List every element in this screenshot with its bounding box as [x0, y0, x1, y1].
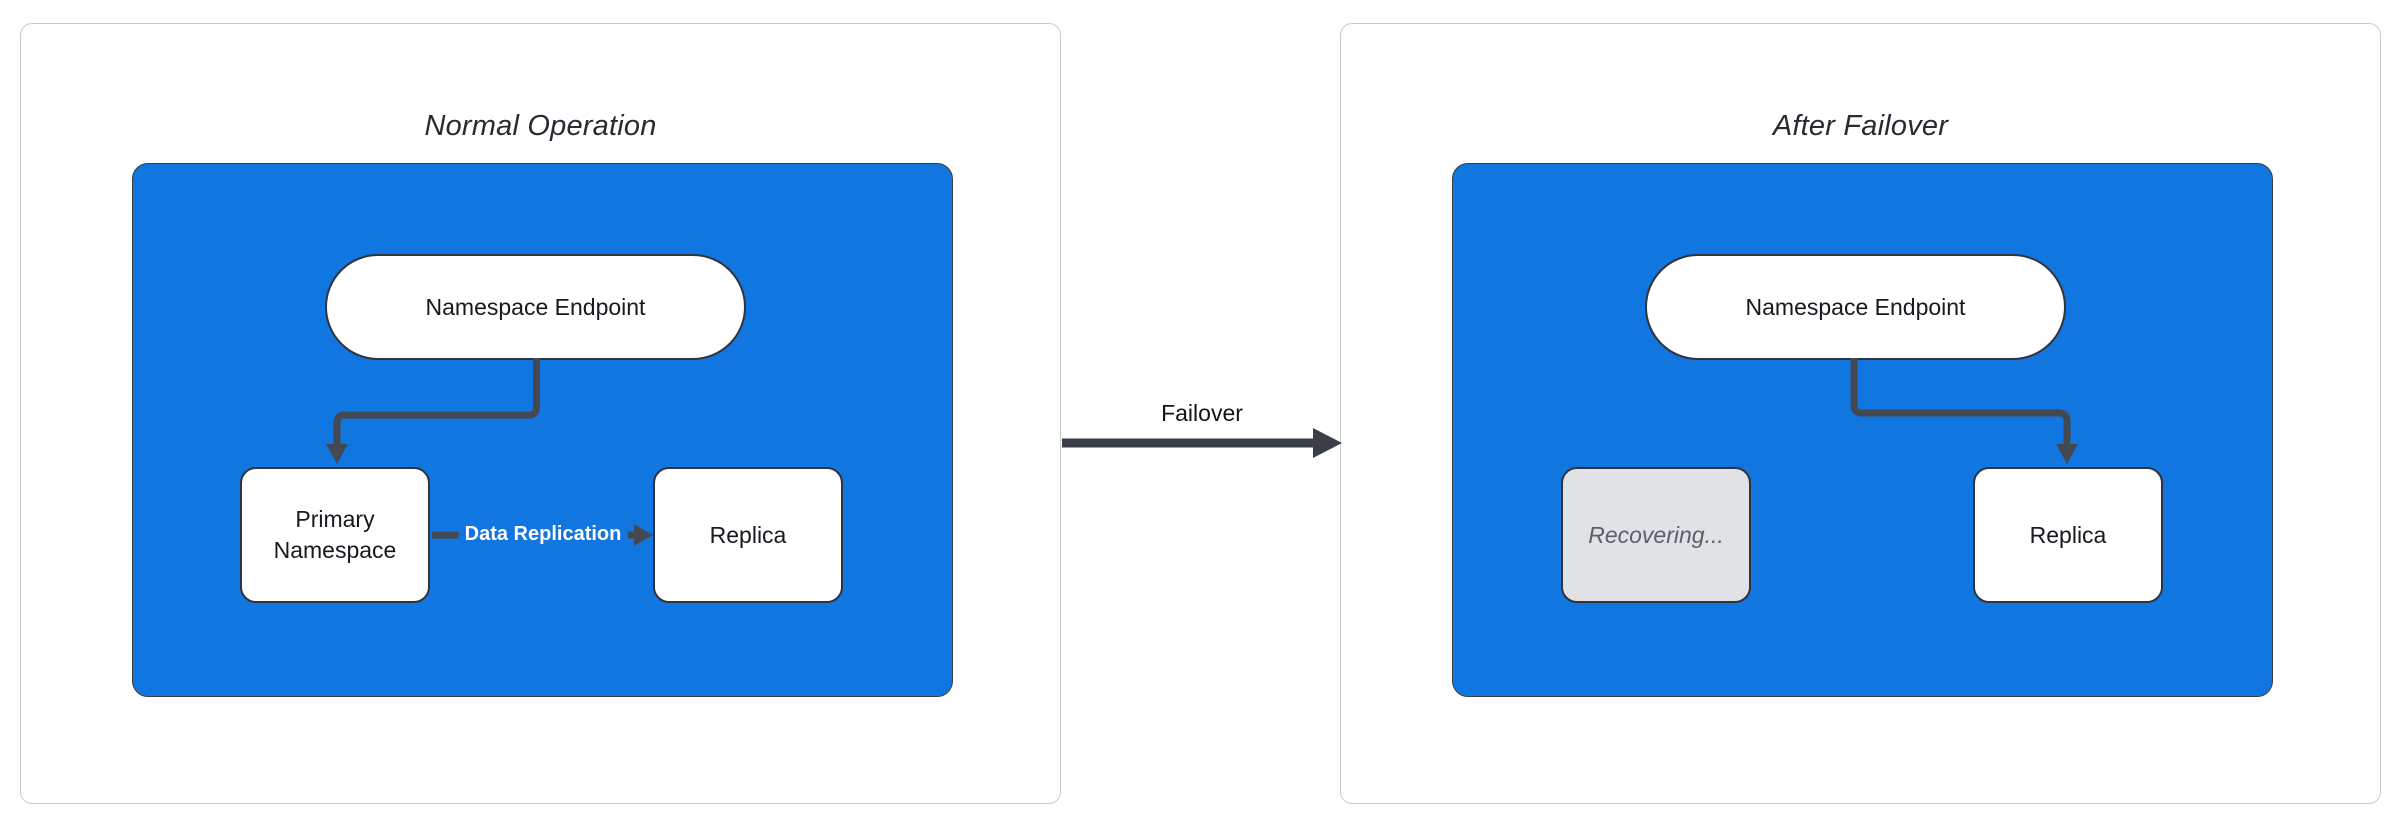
- replica-node-left: Replica: [653, 467, 843, 603]
- failover-arrowhead-icon: [1313, 428, 1342, 458]
- primary-namespace-node: Primary Namespace: [240, 467, 430, 603]
- namespace-endpoint-node-right: Namespace Endpoint: [1645, 254, 2066, 360]
- namespace-endpoint-label-left: Namespace Endpoint: [425, 293, 646, 320]
- data-replication-edge-label: Data Replication: [458, 521, 628, 548]
- primary-namespace-label: Primary Namespace: [273, 506, 397, 563]
- recovering-node: Recovering...: [1561, 467, 1751, 603]
- replica-node-right: Replica: [1973, 467, 2163, 603]
- replica-label-left: Replica: [709, 521, 787, 548]
- after-failover-cluster: [1452, 163, 2273, 697]
- namespace-endpoint-label-right: Namespace Endpoint: [1745, 293, 1966, 320]
- recovering-label: Recovering...: [1588, 521, 1724, 548]
- failover-label: Failover: [1161, 400, 1243, 426]
- normal-operation-title: Normal Operation: [424, 110, 657, 142]
- namespace-endpoint-node-left: Namespace Endpoint: [325, 254, 746, 360]
- after-failover-title: After Failover: [1772, 110, 1949, 142]
- normal-operation-cluster: [132, 163, 953, 697]
- replica-label-right: Replica: [2029, 521, 2107, 548]
